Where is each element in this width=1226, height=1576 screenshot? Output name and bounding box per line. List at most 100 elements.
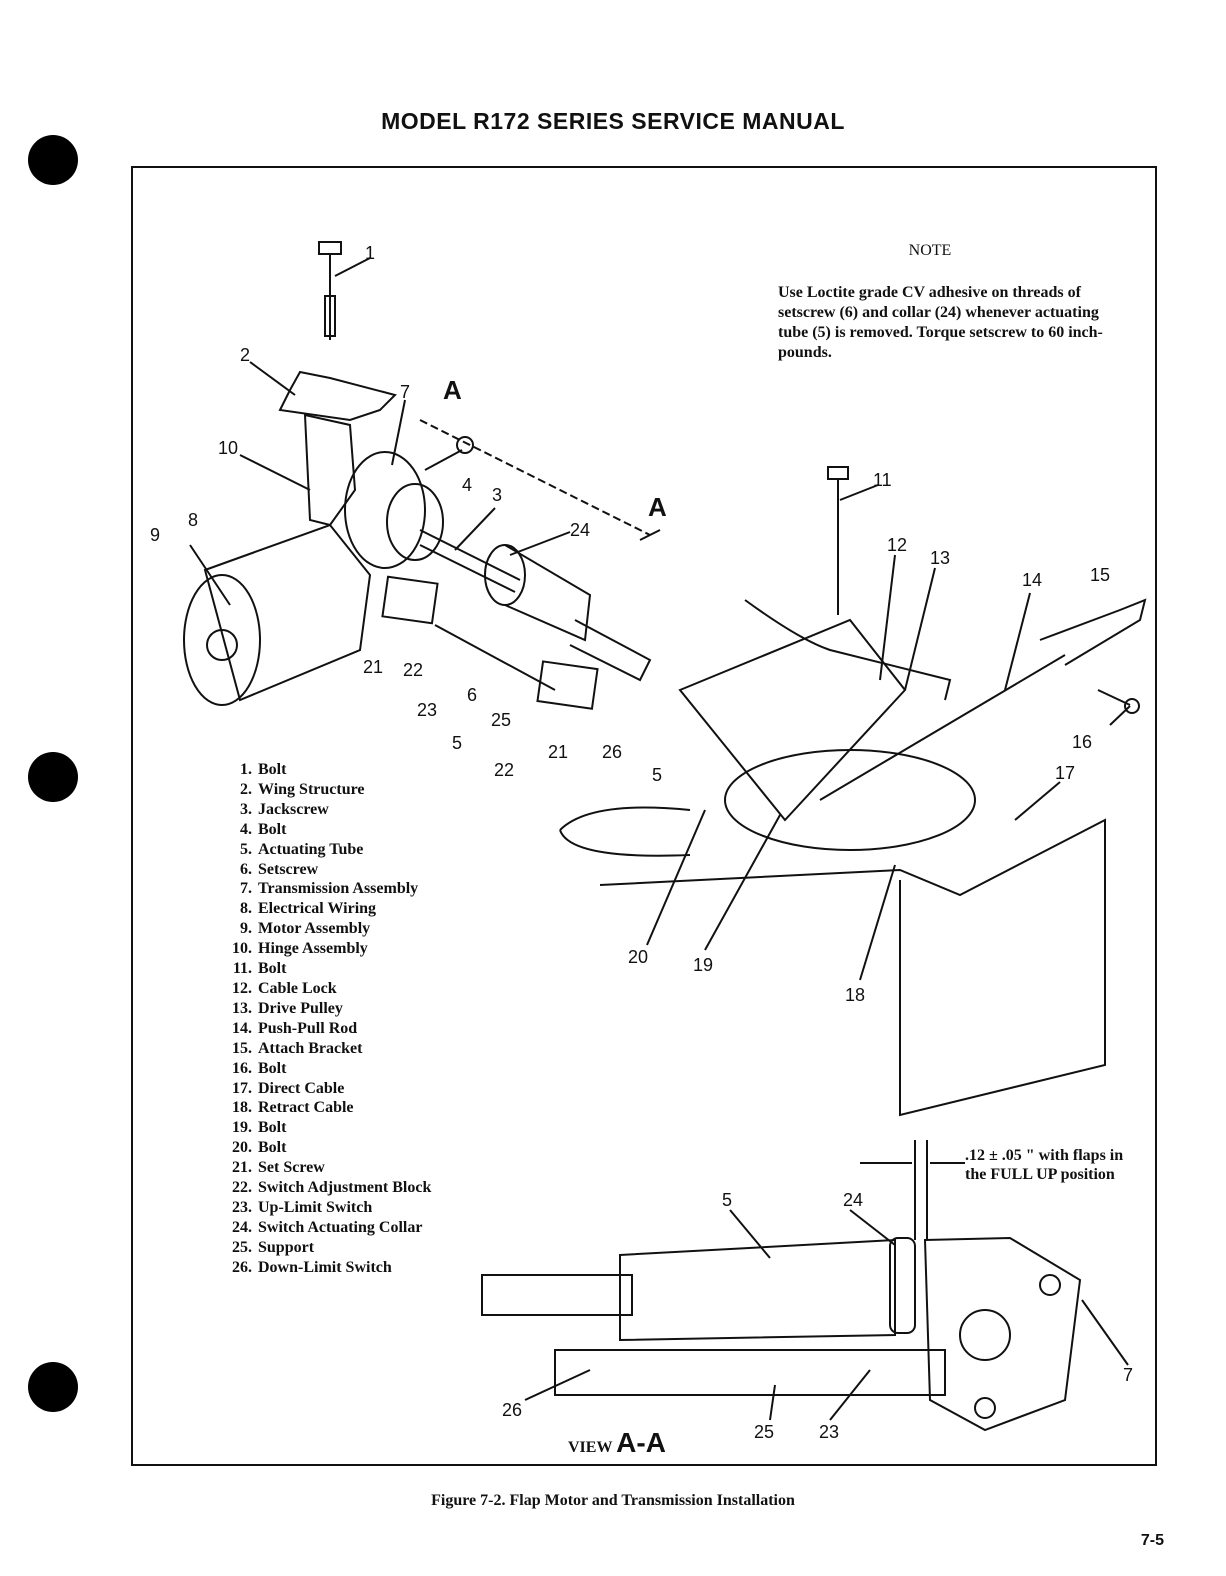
legend-item-number: 20.: [232, 1139, 252, 1157]
legend-item: 9. Motor Assembly: [210, 919, 431, 939]
legend-item-label: Bolt: [258, 1139, 287, 1157]
callout-5-view: 5: [722, 1190, 733, 1210]
legend-item: 17.Direct Cable: [210, 1079, 431, 1099]
legend-item-number: 5.: [240, 840, 252, 858]
callout-18: 18: [845, 985, 866, 1005]
legend-item: 8. Electrical Wiring: [210, 899, 431, 919]
callout-24-view: 24: [843, 1190, 864, 1210]
callout-1: 1: [365, 243, 376, 263]
figure-frame: [131, 166, 1157, 1466]
view-aa-collar: [890, 1238, 915, 1333]
structure-cutaway: [745, 600, 950, 700]
view-aa-threaded-rod: [482, 1275, 632, 1315]
page-number: 7-5: [1140, 1532, 1164, 1549]
push-pull-rod: [820, 655, 1065, 800]
legend-item-label: Up-Limit Switch: [258, 1198, 373, 1216]
legend-item-number: 24.: [232, 1218, 252, 1236]
callout-15: 15: [1090, 565, 1111, 585]
legend-item-number: 18.: [232, 1099, 252, 1117]
legend-item: 23. Up-Limit Switch: [210, 1198, 431, 1218]
legend-item-number: 4.: [240, 820, 252, 838]
wing-rib: [600, 820, 1105, 1115]
legend-item: 10.Hinge Assembly: [210, 939, 431, 959]
actuating-tube: [505, 545, 590, 640]
wing-structure: [280, 372, 395, 420]
legend-item-label: Set Screw: [258, 1159, 325, 1177]
callout-16: 16: [1072, 732, 1093, 752]
figure-caption: Figure 7-2. Flap Motor and Transmission …: [431, 1492, 795, 1509]
callout-3: 3: [492, 485, 503, 505]
legend-item-label: Jackscrew: [258, 800, 329, 818]
callout-23: 23: [417, 700, 438, 720]
view-aa-tube: [620, 1240, 895, 1340]
legend-item-number: 1.: [240, 761, 252, 778]
hinge-assembly: [305, 415, 355, 525]
callout-7-view: 7: [1123, 1365, 1134, 1385]
callout-11: 11: [873, 470, 892, 490]
callout-14: 14: [1022, 570, 1043, 590]
callout-24: 24: [570, 520, 591, 540]
legend-item-number: 6.: [240, 860, 252, 878]
legend-item-number: 8.: [240, 900, 252, 918]
callout-8: 8: [188, 510, 199, 530]
callout-10: 10: [218, 438, 239, 458]
legend-item: 12. Cable Lock: [210, 979, 431, 999]
legend-item: 22.Switch Adjustment Block: [210, 1178, 431, 1198]
callout-9: 9: [150, 525, 161, 545]
callout-5-b: 5: [652, 765, 663, 785]
legend-item-number: 12.: [232, 979, 252, 997]
legend-item-label: Setscrew: [258, 860, 319, 878]
bolt-1-head: [319, 242, 341, 254]
callout-4: 4: [462, 475, 473, 495]
legend-item-label: Bolt: [258, 1119, 287, 1137]
legend-item: 6. Setscrew: [210, 860, 431, 880]
binder-hole-top: [28, 135, 78, 185]
legend-item: 2. Wing Structure: [210, 780, 431, 800]
motor-end: [184, 575, 260, 705]
transmission-flange: [345, 452, 425, 568]
legend-item-label: Retract Cable: [258, 1099, 354, 1117]
legend-item: 7.Transmission Assembly: [210, 879, 431, 899]
legend-item-number: 9.: [240, 920, 252, 938]
legend-item: 13. Drive Pulley: [210, 999, 431, 1019]
legend-item: 16.Bolt: [210, 1059, 431, 1079]
legend-item-label: Electrical Wiring: [258, 900, 377, 918]
legend-item-label: Switch Adjustment Block: [258, 1179, 432, 1197]
legend-item-label: Support: [258, 1238, 315, 1256]
legend-item-number: 13.: [232, 999, 252, 1017]
legend-item-label: Bolt: [258, 761, 287, 778]
legend-item-label: Motor Assembly: [258, 920, 371, 938]
legend-item: 24. Switch Actuating Collar: [210, 1218, 431, 1238]
callout-22-b: 22: [494, 760, 515, 780]
callout-26: 26: [602, 742, 623, 762]
legend-item-number: 15.: [232, 1039, 252, 1057]
section-marker-a-right: A: [648, 492, 667, 522]
callout-22: 22: [403, 660, 424, 680]
callout-26-view: 26: [502, 1400, 523, 1420]
drive-pulley-sector: [680, 620, 905, 820]
legend-item-number: 2.: [240, 780, 252, 798]
legend-item-number: 25.: [232, 1238, 252, 1256]
view-prefix: VIEW: [568, 1439, 613, 1456]
legend-item: 25. Support: [210, 1238, 431, 1258]
legend-item-label: Drive Pulley: [258, 999, 343, 1017]
legend-item-label: Bolt: [258, 1059, 287, 1077]
legend-item: 26.Down-Limit Switch: [210, 1258, 431, 1278]
legend-item: 20. Bolt: [210, 1138, 431, 1158]
dimension-note: .12 ± .05 " with flaps in the FULL UP po…: [965, 1147, 1124, 1183]
legend-item-label: Cable Lock: [258, 979, 337, 997]
note-body: Use Loctite grade CV adhesive on threads…: [778, 284, 1103, 361]
legend-item-number: 10.: [232, 940, 252, 958]
legend-item-label: Wing Structure: [258, 780, 365, 798]
legend-item-label: Switch Actuating Collar: [258, 1218, 423, 1236]
section-marker-a-top: A: [443, 375, 462, 405]
legend-item: 1. Bolt: [210, 760, 431, 780]
legend-item-number: 23.: [232, 1198, 252, 1216]
legend-item: 5.Actuating Tube: [210, 840, 431, 860]
bolt-1-spacer: [325, 296, 335, 336]
legend-item-number: 11.: [232, 960, 252, 978]
legend-item-label: Push-Pull Rod: [258, 1019, 358, 1037]
callout-7: 7: [400, 382, 411, 402]
